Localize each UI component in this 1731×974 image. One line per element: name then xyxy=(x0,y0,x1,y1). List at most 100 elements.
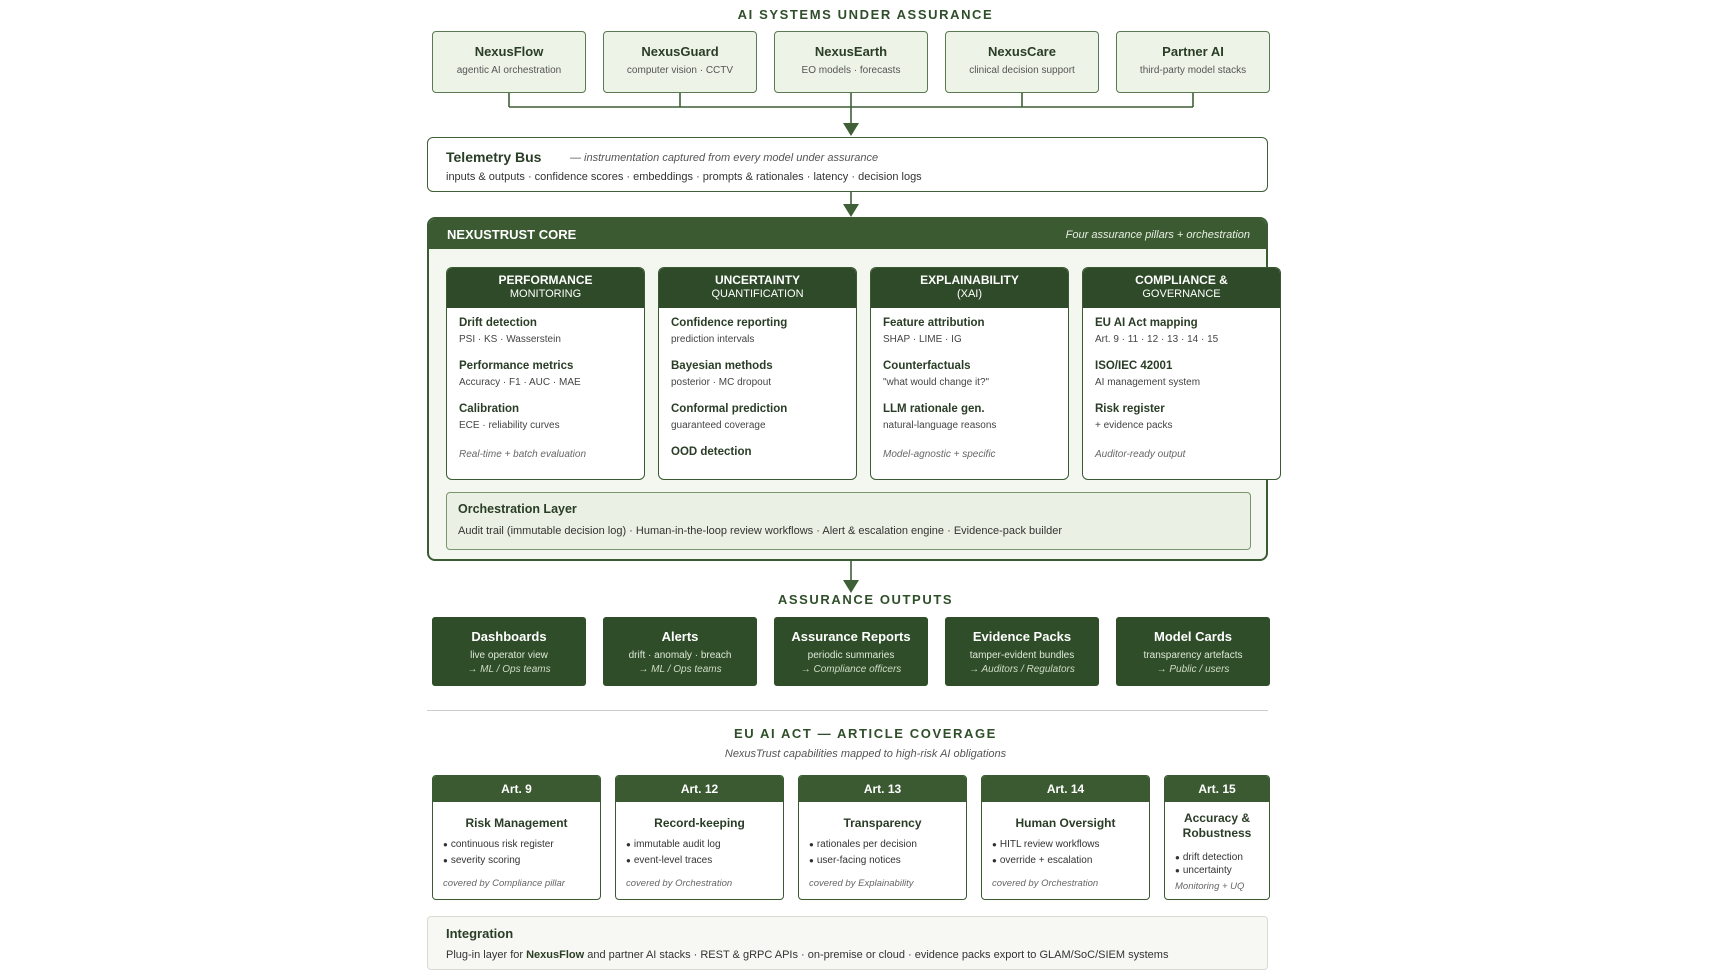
article-bullet: event-level traces xyxy=(626,855,721,866)
article-bullet: HITL review workflows xyxy=(992,839,1100,850)
pillar-title-line2: QUANTIFICATION xyxy=(711,288,804,300)
pillar-item: LLM rationale gen. natural-language reas… xyxy=(883,403,1058,431)
pillar-header: UNCERTAINTY QUANTIFICATION xyxy=(659,268,856,308)
system-description: agentic AI orchestration xyxy=(456,65,562,76)
article-title: Record-keeping xyxy=(654,816,745,830)
article-bullet: severity scoring xyxy=(443,855,554,866)
system-box-partner-ai[interactable]: Partner AI third-party model stacks xyxy=(1116,31,1270,93)
section-divider xyxy=(427,710,1268,711)
integration-title: Integration xyxy=(446,926,514,941)
system-box-nexusearth[interactable]: NexusEarth EO models · forecasts xyxy=(774,31,928,93)
article-bullet: override + escalation xyxy=(992,855,1100,866)
pillar-item-sub: Art. 9 · 11 · 12 · 13 · 14 · 15 xyxy=(1095,334,1219,345)
article-bullet: user-facing notices xyxy=(809,855,917,866)
article-card-art13[interactable]: Art. 13 Transparency rationales per deci… xyxy=(798,775,967,900)
pillar-item: Risk register + evidence packs xyxy=(1095,403,1270,431)
integration-highlight: NexusFlow xyxy=(526,949,585,961)
pillar-item-sub: AI management system xyxy=(1095,377,1201,388)
output-name: Alerts xyxy=(661,629,699,644)
pillar-item: Conformal prediction guaranteed coverage xyxy=(671,403,846,431)
output-assurance-reports[interactable]: Assurance Reports periodic summaries → C… xyxy=(774,617,928,686)
pillar-uncertainty-quantification[interactable]: UNCERTAINTY QUANTIFICATION Confidence re… xyxy=(658,267,857,480)
orchestration-layer[interactable]: Orchestration Layer Audit trail (immutab… xyxy=(446,492,1251,550)
output-alerts[interactable]: Alerts drift · anomaly · breach → ML / O… xyxy=(603,617,757,686)
article-bullets: immutable audit log event-level traces xyxy=(626,839,721,871)
pillar-item: Drift detection PSI · KS · Wasserstein xyxy=(459,317,634,345)
system-name: Partner AI xyxy=(1162,44,1224,59)
pillar-item-sub: ECE · reliability curves xyxy=(459,420,560,431)
article-note: covered by Orchestration xyxy=(626,878,733,889)
article-title: Transparency xyxy=(843,816,922,830)
pillar-item: Confidence reporting prediction interval… xyxy=(671,317,846,345)
system-name: NexusGuard xyxy=(641,44,719,59)
article-note: Monitoring + UQ xyxy=(1175,881,1245,892)
pillar-header: PERFORMANCE MONITORING xyxy=(447,268,644,308)
pillar-title-line1: COMPLIANCE & xyxy=(1135,273,1228,287)
pillar-item-title: Conformal prediction xyxy=(671,403,788,415)
pillar-title-line1: UNCERTAINTY xyxy=(714,273,801,287)
pillar-title-line2: MONITORING xyxy=(509,288,582,300)
arrow-head-2 xyxy=(843,204,859,217)
pillar-item-sub: natural-language reasons xyxy=(883,420,997,431)
system-box-nexuscare[interactable]: NexusCare clinical decision support xyxy=(945,31,1099,93)
article-card-art9[interactable]: Art. 9 Risk Management continuous risk r… xyxy=(432,775,601,900)
pillar-item-sub: + evidence packs xyxy=(1095,420,1173,431)
pillar-explainability[interactable]: EXPLAINABILITY (XAI) Feature attribution… xyxy=(870,267,1069,480)
systems-title: AI SYSTEMS UNDER ASSURANCE xyxy=(737,7,994,22)
article-title: Human Oversight xyxy=(1015,816,1116,830)
telemetry-note: — instrumentation captured from every mo… xyxy=(570,152,879,164)
article-bullet: uncertainty xyxy=(1175,865,1243,876)
pillar-item: Feature attribution SHAP · LIME · IG xyxy=(883,317,1058,345)
telemetry-bus[interactable]: Telemetry Bus — instrumentation captured… xyxy=(427,137,1268,192)
article-card-art14[interactable]: Art. 14 Human Oversight HITL review work… xyxy=(981,775,1150,900)
core-note: Four assurance pillars + orchestration xyxy=(1065,229,1250,241)
pillar-item-sub: posterior · MC dropout xyxy=(671,377,772,388)
pillar-item-title: Confidence reporting xyxy=(671,317,788,329)
system-box-nexusguard[interactable]: NexusGuard computer vision · CCTV xyxy=(603,31,757,93)
arrow-head-3 xyxy=(843,580,859,593)
article-number: Art. 12 xyxy=(616,776,783,802)
article-note: covered by Compliance pillar xyxy=(443,878,565,889)
pillar-item-sub: guaranteed coverage xyxy=(671,420,766,431)
output-audience: → ML / Ops teams xyxy=(638,664,722,675)
article-title: Accuracy & Robustness xyxy=(1182,811,1252,840)
output-audience: → ML / Ops teams xyxy=(467,664,551,675)
integration-text: Plug-in layer for NexusFlow and partner … xyxy=(446,949,1168,961)
output-description: live operator view xyxy=(470,650,548,661)
pillar-compliance-governance[interactable]: COMPLIANCE & GOVERNANCE EU AI Act mappin… xyxy=(1082,267,1281,480)
article-card-art12[interactable]: Art. 12 Record-keeping immutable audit l… xyxy=(615,775,784,900)
outputs-title: ASSURANCE OUTPUTS xyxy=(777,592,954,607)
article-bullet: drift detection xyxy=(1175,852,1243,863)
article-card-art15[interactable]: Art. 15 Accuracy & Robustness drift dete… xyxy=(1164,775,1270,900)
integration-panel: Integration Plug-in layer for NexusFlow … xyxy=(427,916,1268,970)
pillar-item-title: OOD detection xyxy=(671,446,752,458)
output-model-cards[interactable]: Model Cards transparency artefacts → Pub… xyxy=(1116,617,1270,686)
pillar-item-title: Performance metrics xyxy=(459,360,574,372)
system-description: EO models · forecasts xyxy=(801,65,901,76)
pillar-item: ISO/IEC 42001 AI management system xyxy=(1095,360,1270,388)
article-bullets: rationales per decision user-facing noti… xyxy=(809,839,917,871)
system-description: clinical decision support xyxy=(969,65,1075,76)
pillar-note: Real-time + batch evaluation xyxy=(459,449,587,460)
system-box-nexusflow[interactable]: NexusFlow agentic AI orchestration xyxy=(432,31,586,93)
pillar-item-title: Calibration xyxy=(459,403,520,415)
integration-post: and partner AI stacks · REST & gRPC APIs… xyxy=(587,949,1169,961)
system-name: NexusFlow xyxy=(474,44,544,59)
system-description: third-party model stacks xyxy=(1139,65,1247,76)
output-name: Assurance Reports xyxy=(791,629,911,644)
pillar-item-sub: PSI · KS · Wasserstein xyxy=(459,334,561,345)
article-title: Risk Management xyxy=(465,816,568,830)
pillar-item-title: Drift detection xyxy=(459,317,537,329)
pillar-note: Auditor-ready output xyxy=(1095,449,1186,460)
core-header: NEXUSTRUST CORE Four assurance pillars +… xyxy=(429,219,1266,249)
pillar-item-sub: Accuracy · F1 · AUC · MAE xyxy=(459,377,581,388)
pillar-performance-monitoring[interactable]: PERFORMANCE MONITORING Drift detection P… xyxy=(446,267,645,480)
pillar-item: OOD detection xyxy=(671,446,846,458)
core-title: NEXUSTRUST CORE xyxy=(447,227,577,242)
article-number: Art. 14 xyxy=(982,776,1149,802)
output-evidence-packs[interactable]: Evidence Packs tamper-evident bundles → … xyxy=(945,617,1099,686)
orchestration-title: Orchestration Layer xyxy=(458,502,577,516)
system-name: NexusCare xyxy=(988,44,1056,59)
output-dashboards[interactable]: Dashboards live operator view → ML / Ops… xyxy=(432,617,586,686)
